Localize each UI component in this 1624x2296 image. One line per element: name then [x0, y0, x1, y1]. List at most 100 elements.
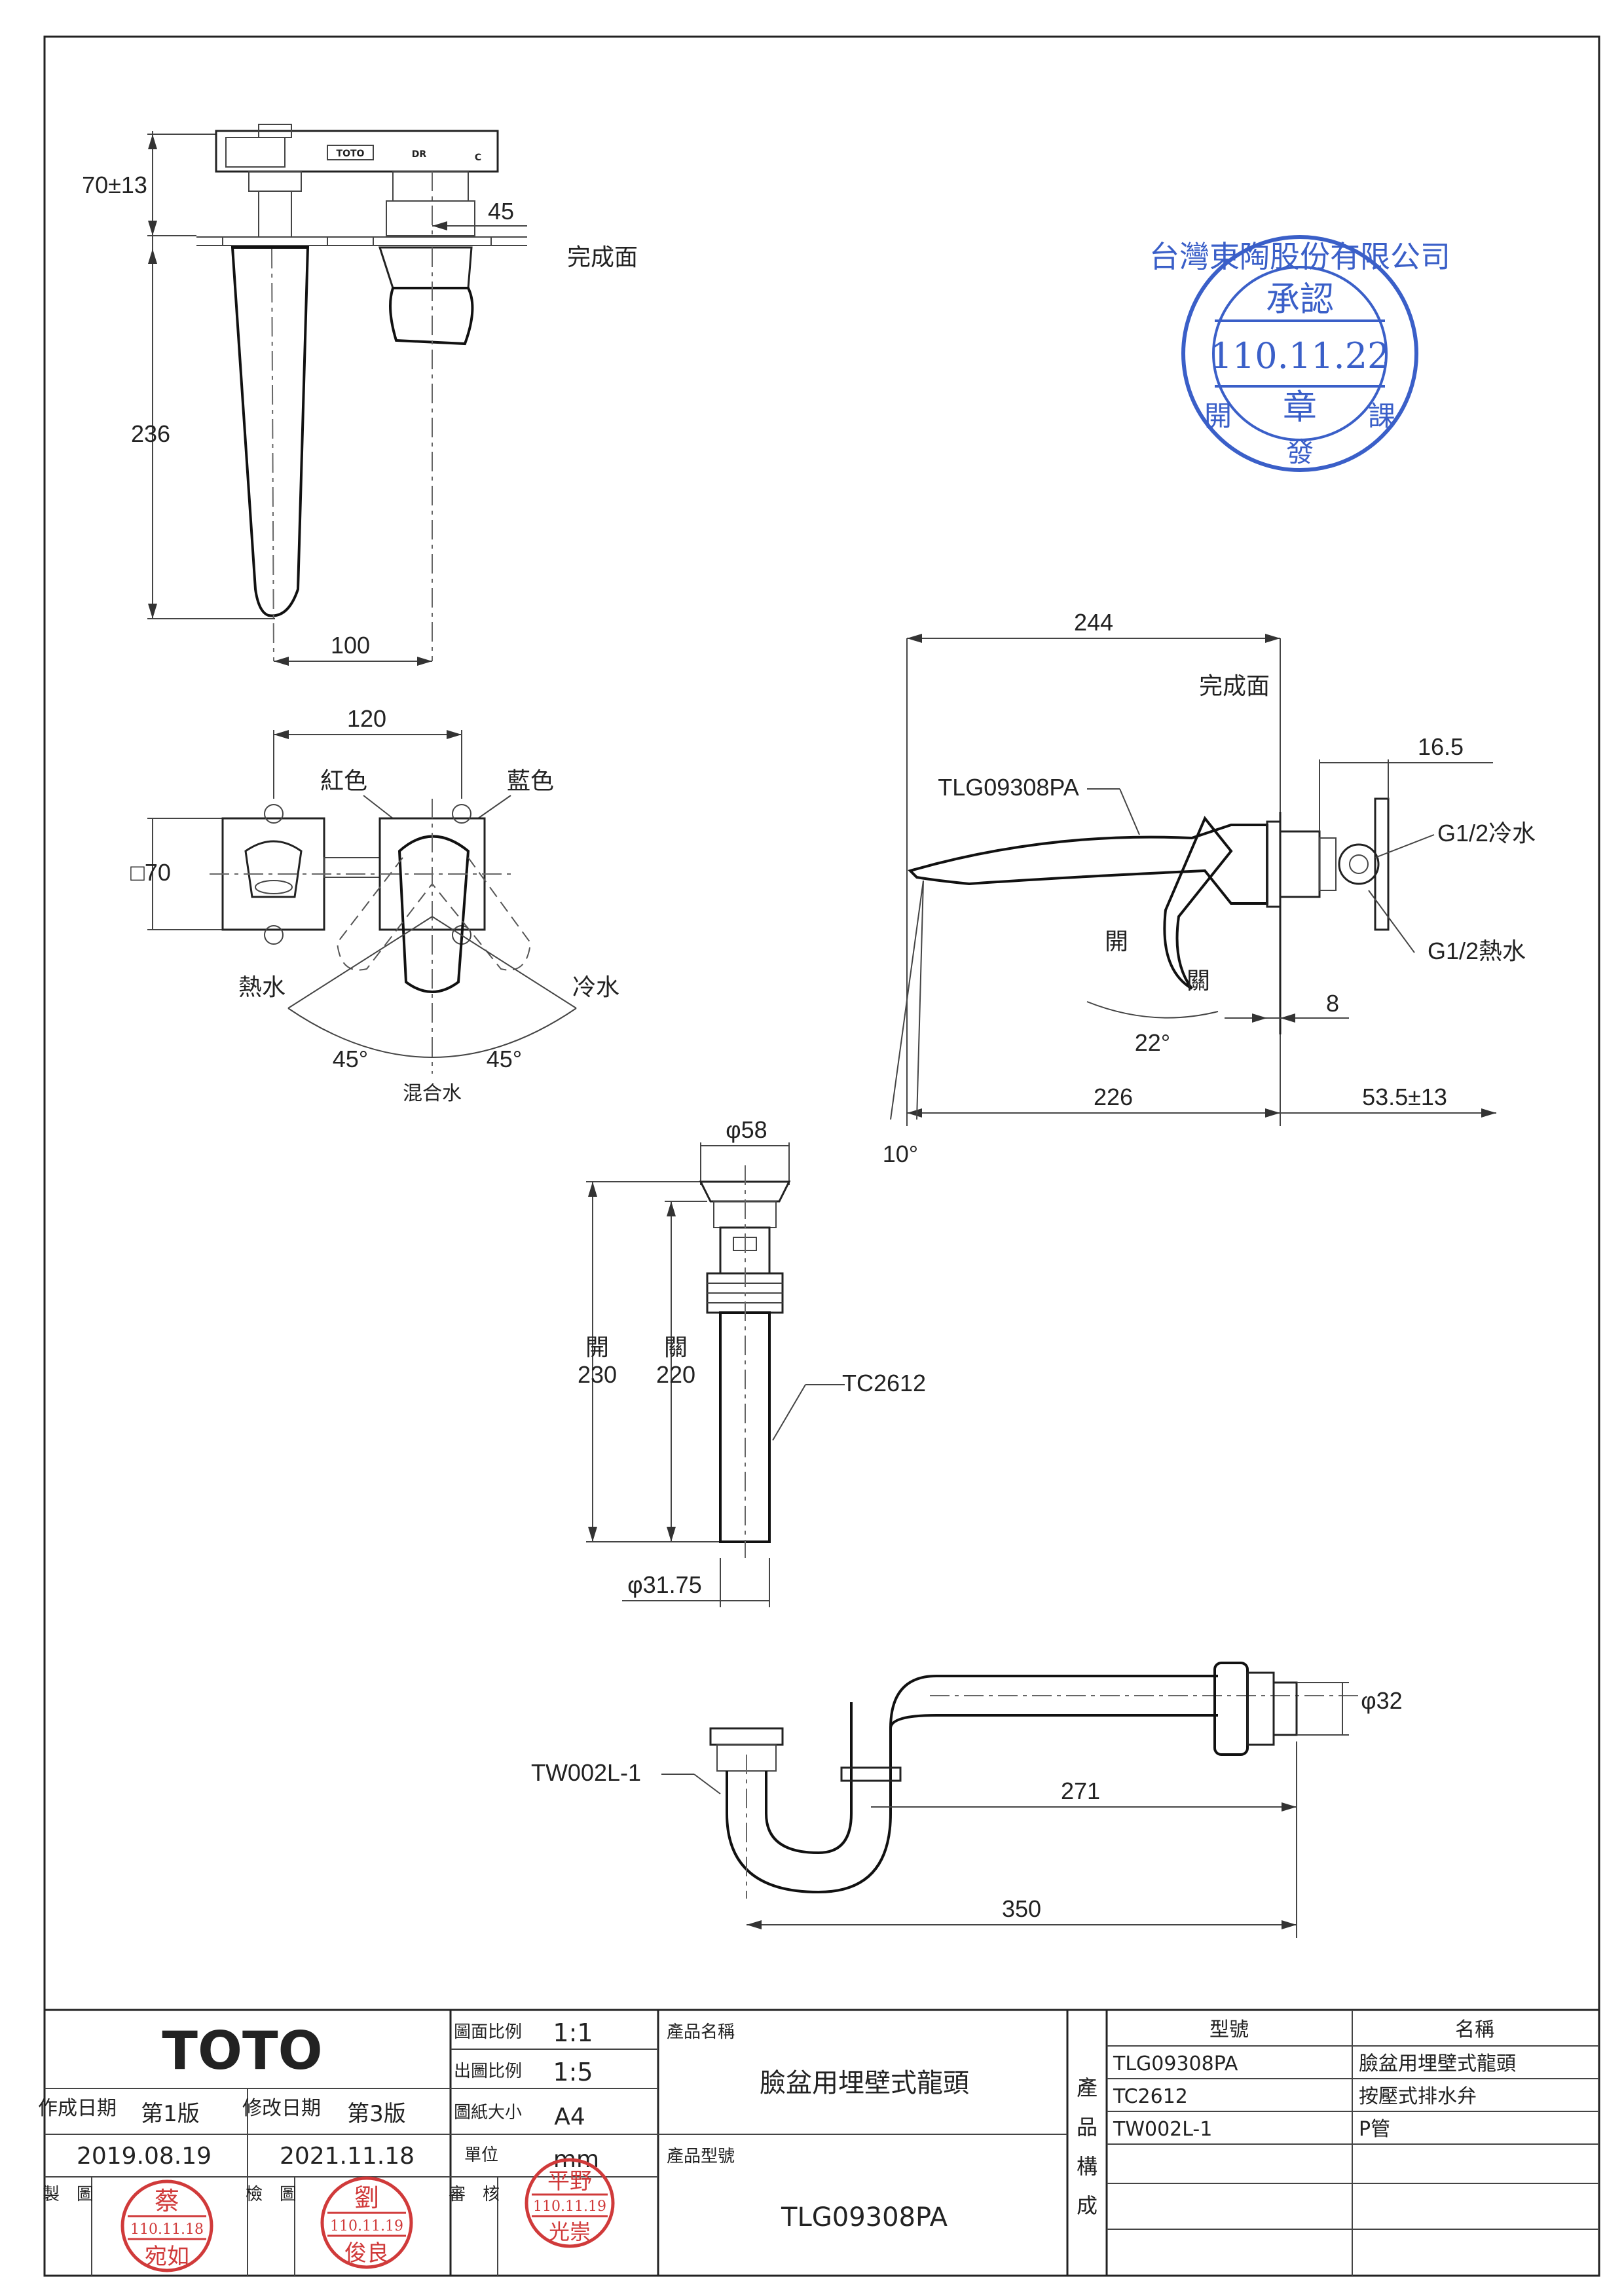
- side-open-label: 開: [1105, 928, 1128, 955]
- dim-width: 100: [331, 632, 370, 659]
- side-close-label: 關: [1187, 967, 1210, 994]
- stamp-reviewed: 平野 110.11.19 光崇: [525, 2158, 615, 2248]
- handle-side: [1163, 816, 1233, 990]
- hot-inlet-label: G1/2熱水: [1428, 938, 1526, 964]
- drain-open-len: 230: [578, 1361, 617, 1388]
- side-model-callout: TLG09308PA: [938, 774, 1079, 801]
- stamp-dept-left: 開: [1204, 400, 1232, 432]
- stamp-dept-bottom: 發: [1286, 436, 1314, 468]
- dim-height: 70±13: [82, 172, 147, 198]
- body-dr-mark: DR: [412, 149, 427, 160]
- unit-label: 單位: [464, 2145, 498, 2165]
- scale-value: 1:1: [553, 2018, 593, 2047]
- svg-text:劉: 劉: [354, 2183, 379, 2212]
- part-model-2: TC2612: [1113, 2085, 1188, 2108]
- created-label: 作成日期: [38, 2097, 117, 2120]
- drain-open-label: 開: [585, 1334, 609, 1360]
- dim-total: 244: [1074, 609, 1113, 636]
- svg-text:俊良: 俊良: [344, 2240, 389, 2267]
- drain-close-len: 220: [656, 1361, 695, 1388]
- part-name-2: 按壓式排水弁: [1359, 2085, 1477, 2108]
- paper-value: A4: [554, 2104, 585, 2130]
- side-finish-surface: 完成面: [1199, 672, 1270, 699]
- trap-dim-dia: φ32: [1361, 1687, 1402, 1714]
- paper-label: 圖紙大小: [454, 2103, 522, 2123]
- stamp-drawn: 蔡 110.11.18 宛如: [120, 2179, 213, 2272]
- composition-char-1: 產: [1077, 2075, 1098, 2100]
- cold-label: 冷水: [572, 974, 619, 1000]
- created-edition: 第1版: [141, 2101, 200, 2127]
- product-model: TLG09308PA: [781, 2202, 948, 2232]
- dim-depth: 16.5: [1418, 733, 1464, 760]
- created-date: 2019.08.19: [77, 2143, 212, 2170]
- approval-stamp: 台灣東陶股份有限公司 承認 110.11.22 章 開 發 課: [1149, 235, 1450, 472]
- trap-outer: [726, 1675, 1218, 1894]
- part-model-3: TW002L-1: [1113, 2118, 1212, 2141]
- trap-dim-350: 350: [1002, 1895, 1041, 1922]
- front-view: 120 紅色 藍色 □70 熱水 冷水 45° 45°: [130, 705, 619, 1105]
- mixed-label: 混合水: [403, 1082, 462, 1105]
- dim-53: 53.5±13: [1362, 1084, 1447, 1110]
- part-name-3: P管: [1359, 2118, 1390, 2141]
- angle-right: 45°: [487, 1046, 522, 1072]
- col-model-header: 型號: [1209, 2018, 1249, 2041]
- cold-inlet-fitting: [1338, 843, 1380, 885]
- red-label: 紅色: [320, 767, 367, 794]
- spout-side: [908, 824, 1268, 905]
- out-scale-label: 出圖比例: [454, 2062, 522, 2081]
- trap-model-callout: TW002L-1: [531, 1759, 641, 1786]
- angle-22: 22°: [1135, 1029, 1170, 1056]
- dim-spout-length: 236: [131, 420, 170, 447]
- product-model-label: 產品型號: [667, 2147, 735, 2166]
- cold-inlet-label: G1/2冷水: [1437, 820, 1536, 847]
- trap-view: TW002L-1 φ32 271 350: [531, 1662, 1403, 1938]
- svg-text:110.11.19: 110.11.19: [330, 2218, 403, 2234]
- dim-offset: 45: [488, 198, 514, 225]
- spout-outlet: [244, 840, 303, 898]
- checked-label: 檢 圖: [246, 2185, 297, 2204]
- title-block: TOTO 作成日期 第1版 2019.08.19 修改日期 第3版 2021.1…: [38, 2009, 1600, 2277]
- drain-close-label: 關: [664, 1334, 688, 1360]
- finish-surface-label: 完成面: [567, 244, 638, 270]
- svg-text:光崇: 光崇: [549, 2219, 591, 2244]
- svg-text:110.11.18: 110.11.18: [130, 2221, 204, 2238]
- svg-text:平野: 平野: [547, 2168, 592, 2195]
- part-name-1: 臉盆用埋壁式龍頭: [1359, 2052, 1516, 2075]
- top-view: 70±13 236 TOTO DR C 完成面 45: [82, 124, 638, 666]
- revised-date: 2021.11.18: [280, 2143, 415, 2170]
- product-name-label: 產品名稱: [667, 2022, 735, 2042]
- product-name: 臉盆用埋壁式龍頭: [760, 2068, 969, 2098]
- composition-char-2: 品: [1077, 2115, 1098, 2140]
- drain-view: φ58 開 230 關 220 TC2612 φ31.75: [578, 1116, 926, 1607]
- composition-char-4: 成: [1077, 2193, 1098, 2218]
- stamp-company: 台灣東陶股份有限公司: [1149, 239, 1450, 274]
- hot-label: 熱水: [238, 974, 286, 1000]
- drain-cap: [699, 1180, 791, 1203]
- stamp-date: 110.11.22: [1210, 335, 1390, 376]
- composition-char-3: 構: [1077, 2154, 1098, 2179]
- dim-plate: □70: [130, 859, 171, 886]
- trap-wall-flange: [1213, 1662, 1249, 1756]
- side-view: 244 完成面 TLG09308PA 16.5 G1/2冷水 G1/2熱水 開 …: [883, 609, 1536, 1167]
- spout-top-view: [231, 246, 310, 617]
- col-name-header: 名稱: [1455, 2018, 1494, 2041]
- part-model-1: TLG09308PA: [1113, 2052, 1238, 2075]
- revised-label: 修改日期: [242, 2097, 321, 2120]
- dim-8: 8: [1326, 990, 1339, 1017]
- reviewed-label: 審 核: [449, 2185, 500, 2204]
- handle-top-view: [389, 287, 474, 346]
- angle-left: 45°: [333, 1046, 368, 1072]
- svg-text:宛如: 宛如: [145, 2244, 189, 2270]
- blue-label: 藍色: [507, 767, 554, 794]
- stamp-seal: 章: [1283, 388, 1317, 428]
- scale-label: 圖面比例: [454, 2022, 522, 2042]
- out-scale-value: 1:5: [553, 2058, 593, 2086]
- body-brand-mark: TOTO: [337, 149, 365, 159]
- dim-top-dia: φ58: [726, 1116, 767, 1143]
- svg-text:110.11.19: 110.11.19: [533, 2198, 606, 2215]
- handle-front: [397, 835, 470, 993]
- body-c-mark: C: [475, 153, 481, 163]
- stamp-checked: 劉 110.11.19 俊良: [320, 2176, 413, 2269]
- drain-model-callout: TC2612: [842, 1370, 926, 1396]
